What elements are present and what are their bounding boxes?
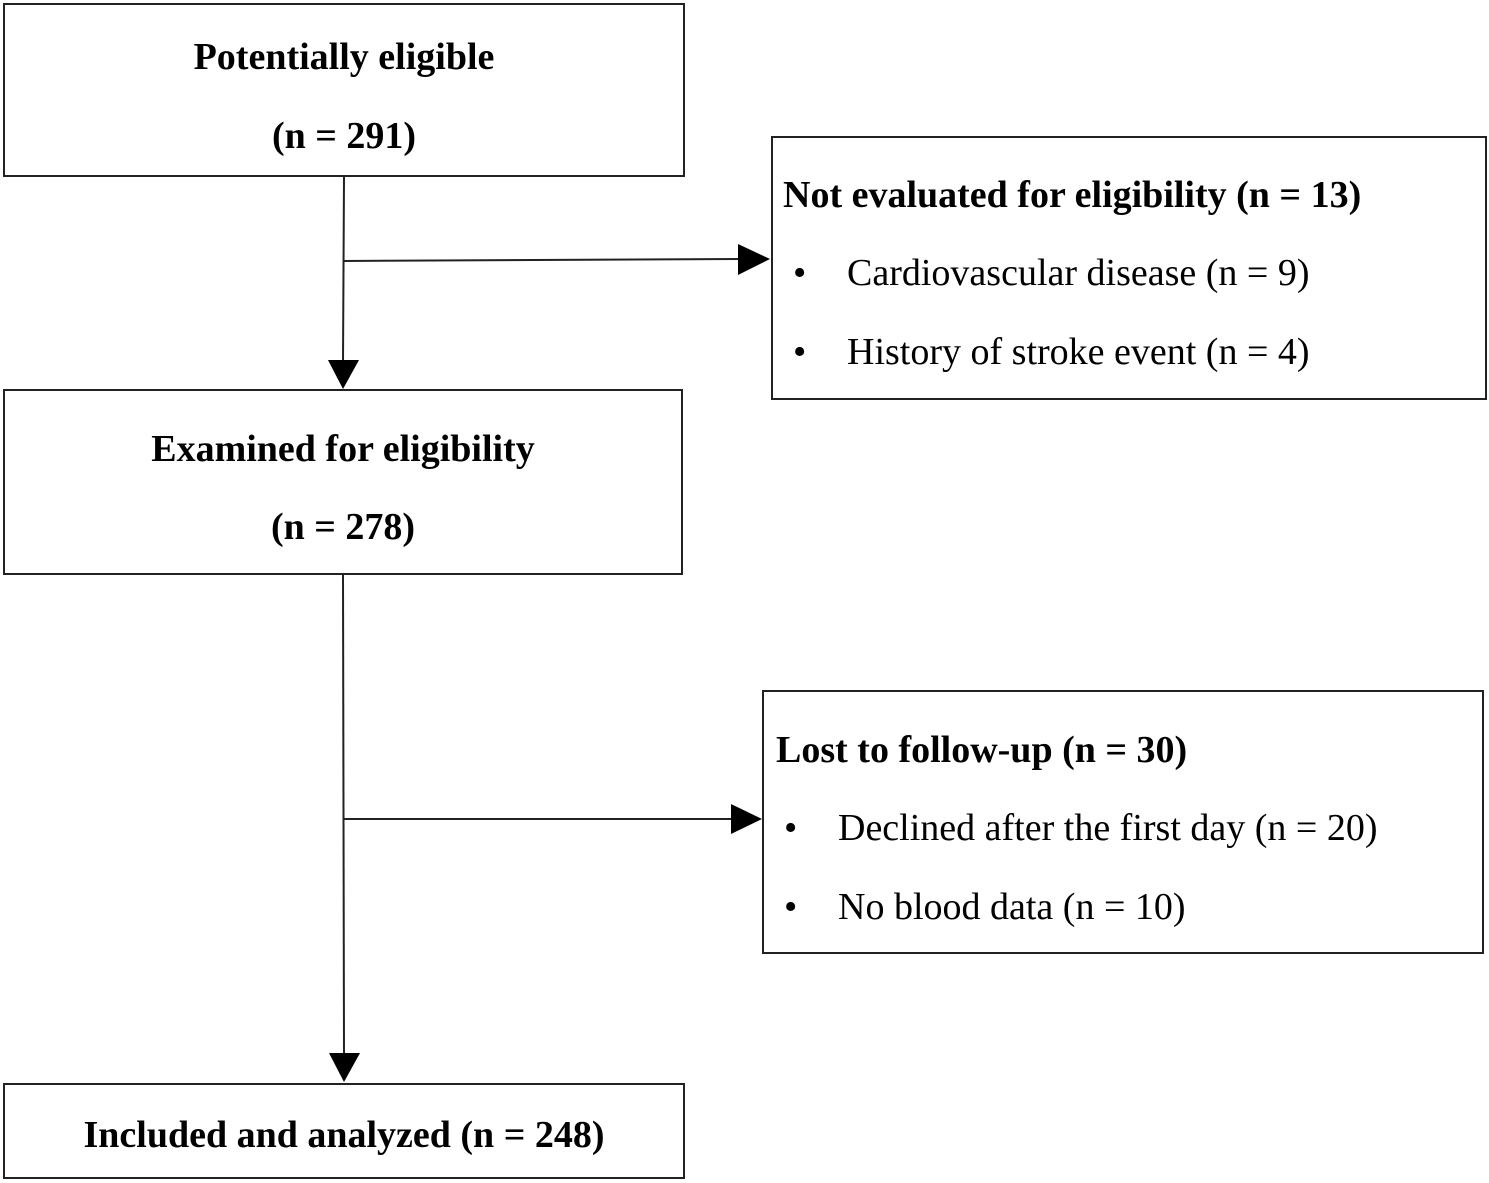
connector-main-1 bbox=[342, 176, 345, 363]
lost-followup-item-text: Declined after the first day (n = 20) bbox=[838, 807, 1378, 849]
not-evaluated-title: Not evaluated for eligibility (n = 13) bbox=[783, 174, 1362, 216]
not-evaluated-item: • History of stroke event (n = 4) bbox=[793, 330, 1310, 374]
bullet-icon: • bbox=[784, 807, 798, 849]
potentially-eligible-title: Potentially eligible bbox=[193, 36, 495, 78]
lost-followup-item: • No blood data (n = 10) bbox=[784, 885, 1186, 929]
lost-followup-box: Lost to follow-up (n = 30) • Declined aft… bbox=[762, 690, 1484, 954]
bullet-icon: • bbox=[793, 331, 807, 373]
lost-followup-item: • Declined after the first day (n = 20) bbox=[784, 806, 1378, 850]
examined-box: Examined for eligibility (n = 278) bbox=[3, 389, 683, 575]
bullet-icon: • bbox=[784, 886, 798, 928]
not-evaluated-item-text: Cardiovascular disease (n = 9) bbox=[847, 252, 1310, 294]
not-evaluated-item: • Cardiovascular disease (n = 9) bbox=[793, 251, 1310, 295]
not-evaluated-box: Not evaluated for eligibility (n = 13) •… bbox=[771, 136, 1487, 400]
not-evaluated-item-text: History of stroke event (n = 4) bbox=[847, 331, 1310, 373]
lost-followup-item-text: No blood data (n = 10) bbox=[838, 886, 1186, 928]
connector-branch-1 bbox=[342, 258, 741, 262]
arrowhead-to-not-evaluated bbox=[738, 244, 770, 275]
bullet-icon: • bbox=[793, 252, 807, 294]
examined-title: Examined for eligibility bbox=[151, 428, 535, 470]
included-box: Included and analyzed (n = 248) bbox=[3, 1083, 685, 1179]
arrowhead-to-included bbox=[329, 1053, 360, 1082]
arrowhead-to-lost bbox=[731, 804, 762, 834]
included-title: Included and analyzed (n = 248) bbox=[83, 1114, 605, 1156]
lost-followup-title: Lost to follow-up (n = 30) bbox=[776, 729, 1188, 771]
arrowhead-to-examined bbox=[328, 360, 359, 389]
examined-count: (n = 278) bbox=[270, 506, 416, 548]
potentially-eligible-box: Potentially eligible (n = 291) bbox=[3, 3, 685, 177]
connector-main-2 bbox=[342, 574, 345, 1056]
potentially-eligible-count: (n = 291) bbox=[271, 115, 417, 157]
